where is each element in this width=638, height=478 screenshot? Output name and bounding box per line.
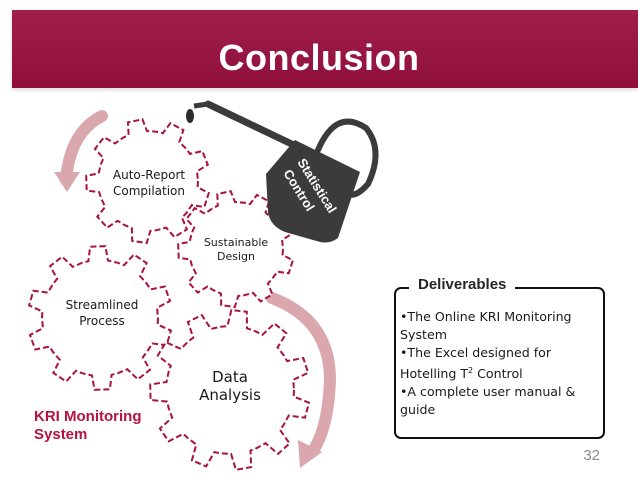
deliverable-item: •A complete user manual & guide bbox=[400, 384, 576, 418]
arrow-head-icon bbox=[298, 440, 322, 468]
gear-label-streamlined: Streamlined Process bbox=[65, 298, 139, 328]
curved-arrow-icon bbox=[266, 292, 337, 458]
gear-sustainable-icon bbox=[177, 190, 295, 309]
deliverable-item: •The Online KRI Monitoring System bbox=[400, 309, 572, 342]
gear-auto-report-icon bbox=[85, 118, 211, 245]
slide-title: Conclusion bbox=[218, 37, 420, 78]
deliverables-list: •The Online KRI Monitoring System •The E… bbox=[400, 308, 600, 419]
curved-arrow-icon bbox=[60, 110, 108, 186]
gear-streamlined-icon bbox=[27, 245, 173, 391]
title-banner bbox=[12, 10, 638, 88]
banner-shade bbox=[12, 10, 638, 88]
superscript: 2 bbox=[468, 366, 474, 375]
gear-label-sustainable: Sustainable Design bbox=[203, 236, 269, 263]
gear-label-auto-report: Auto-Report Compilation bbox=[112, 168, 186, 198]
arrow-head-icon bbox=[54, 172, 80, 192]
gear-label-data-analysis: Data Analysis bbox=[199, 368, 261, 404]
gear-data-analysis-icon bbox=[149, 308, 311, 471]
oil-drop-icon bbox=[186, 109, 194, 123]
oil-can-icon: Statistical Control bbox=[186, 100, 379, 243]
deliverable-item-text-rest: Control bbox=[473, 366, 523, 382]
deliverables-title: Deliverables bbox=[409, 275, 516, 295]
system-label: KRI Monitoring System bbox=[34, 408, 142, 443]
deliverable-item: •The Excel designed for Hotelling T2 Con… bbox=[400, 344, 600, 383]
page-number: 32 bbox=[583, 447, 600, 464]
deliverable-item-text: •The Excel designed for Hotelling T bbox=[400, 345, 552, 382]
